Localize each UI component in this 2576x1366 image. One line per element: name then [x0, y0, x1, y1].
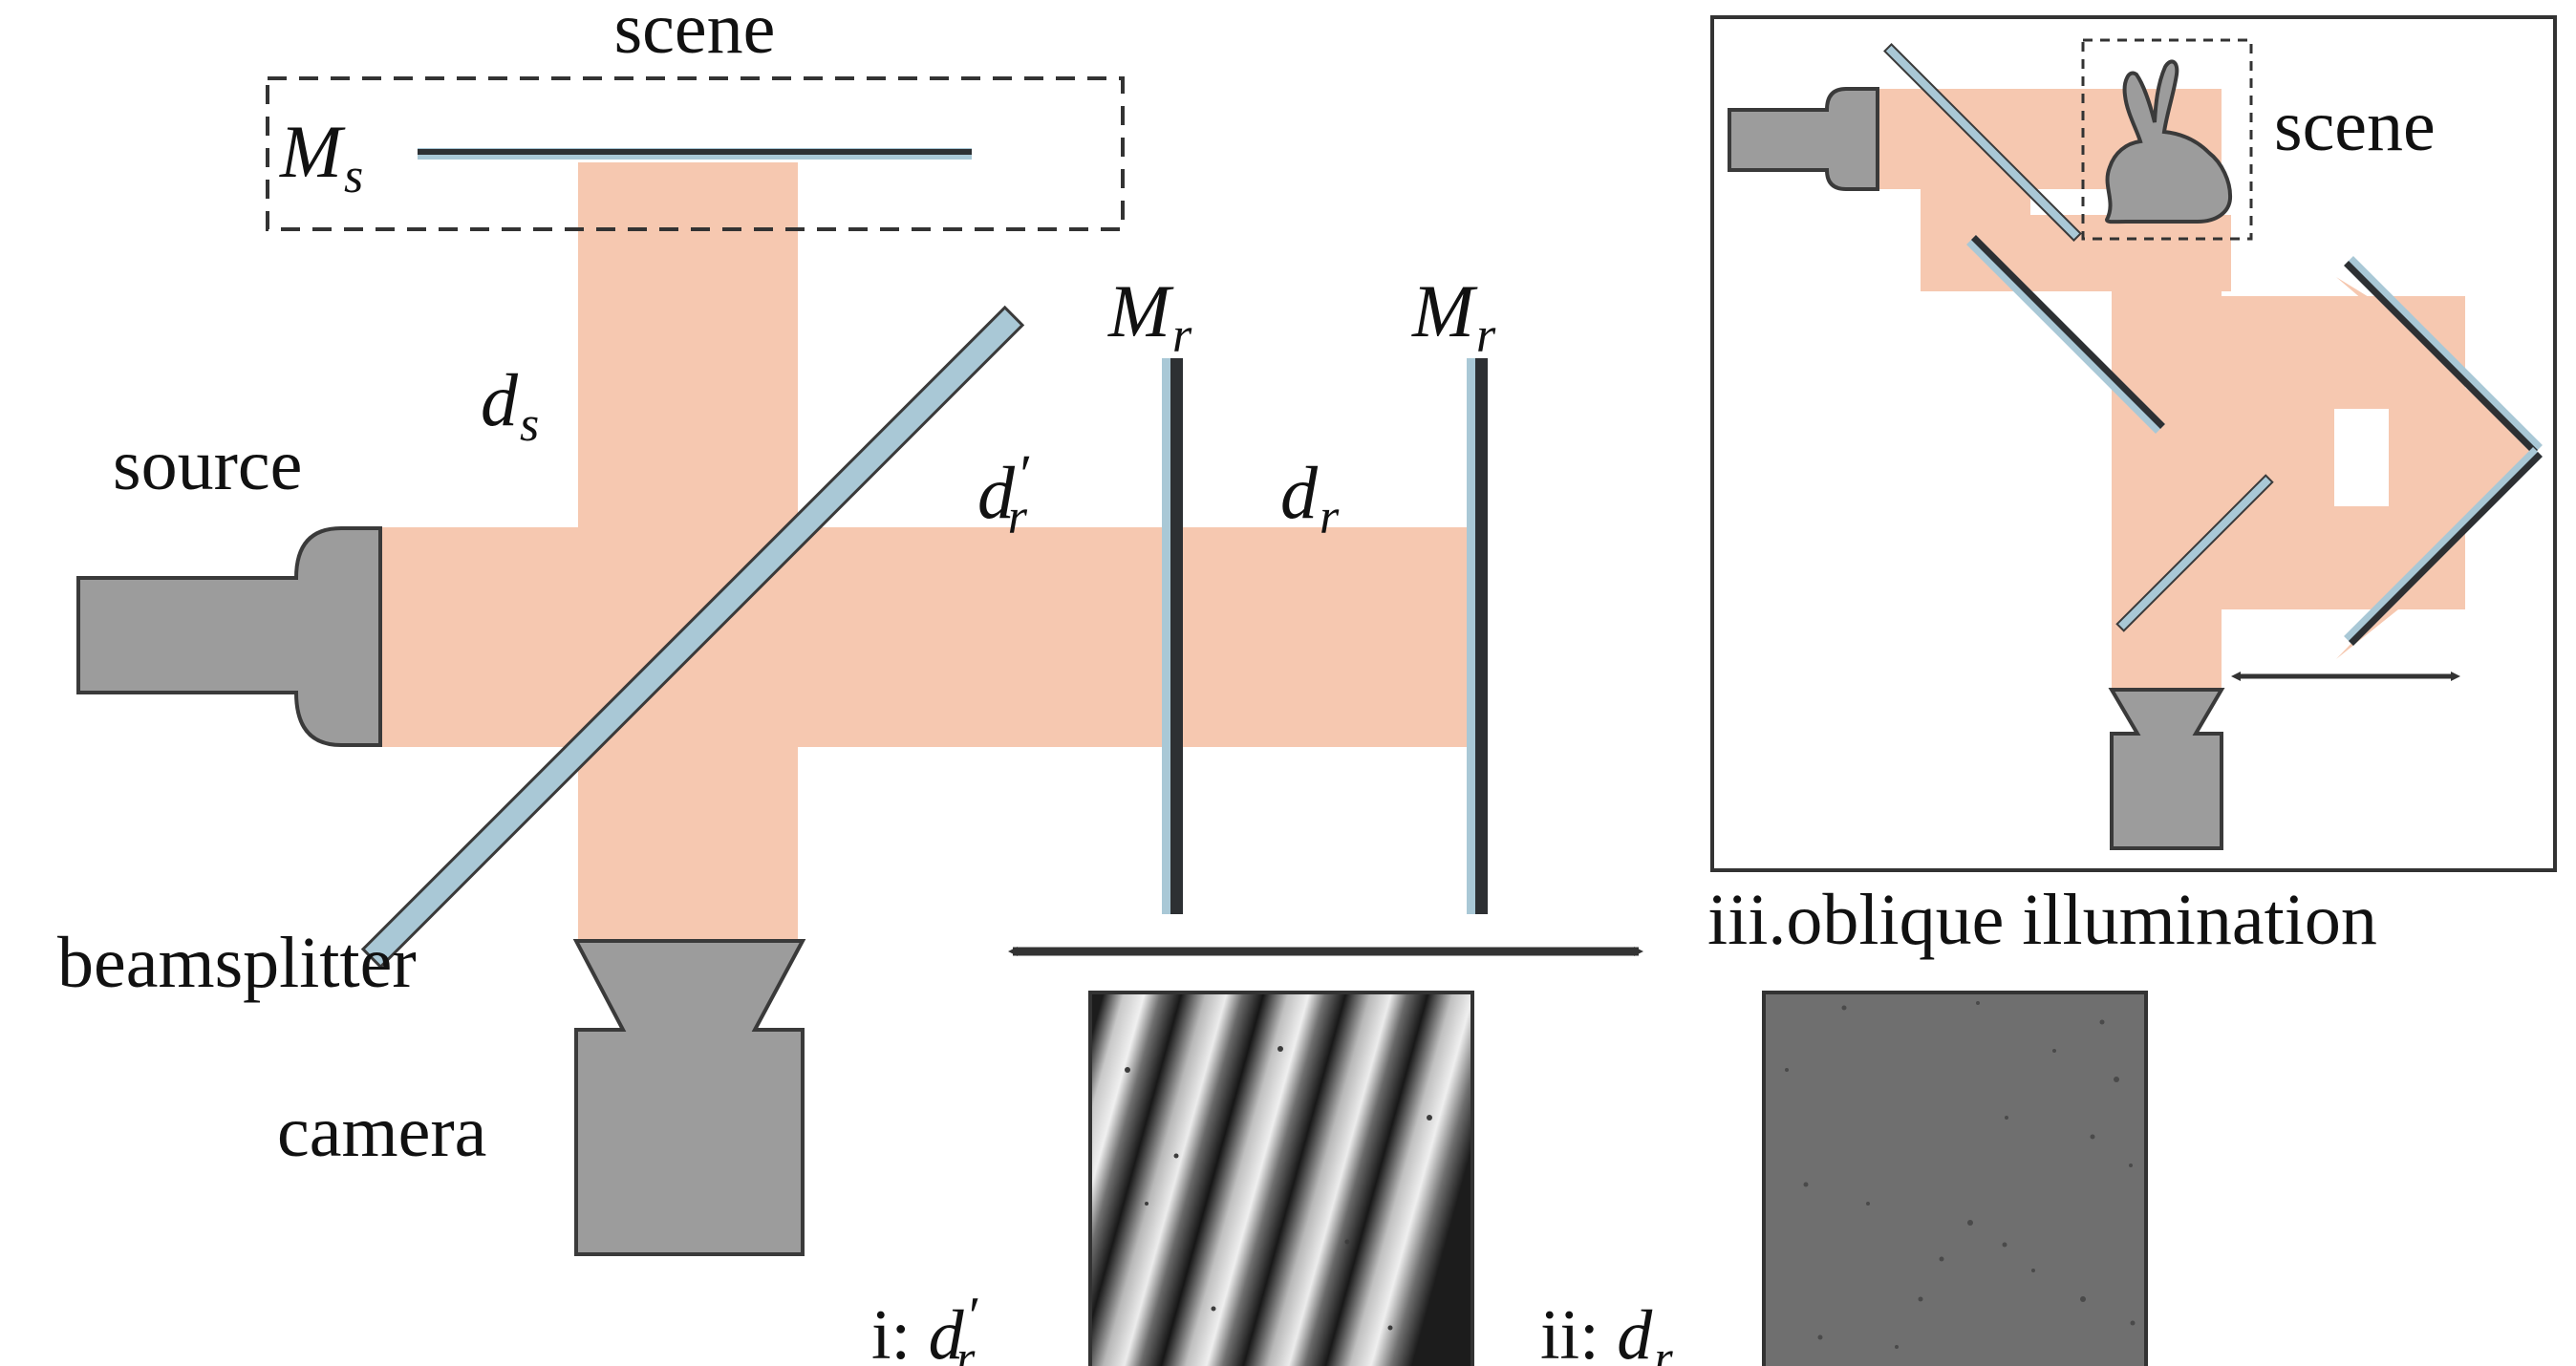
reference-arm-beam [380, 527, 1470, 747]
inset-upper-horizontal-beam [1921, 215, 2231, 291]
inset-scene-label: scene [2274, 86, 2436, 166]
reference-mirror-1: Mr [1107, 269, 1192, 914]
uniform-image [1762, 991, 2148, 1366]
panel-ii: ii: dr [1540, 991, 2148, 1366]
reference-mirror-1-label: Mr [1107, 269, 1192, 363]
camera-label: camera [277, 1092, 486, 1172]
panel-i: i: d′r [871, 991, 1474, 1366]
light-source: source [76, 425, 382, 747]
inset-light-source-icon [1728, 87, 1879, 191]
bunny-icon [2104, 59, 2233, 224]
uniform-dust-specks [1785, 1001, 2136, 1349]
inset-mirrors [1883, 43, 2543, 646]
camera-icon [572, 939, 806, 1256]
inset-camera-beam [2112, 573, 2222, 693]
fringe-dust-specks [1125, 1046, 1432, 1331]
inset-corner-reflection [2336, 277, 2537, 659]
light-source-icon [76, 526, 382, 747]
inset-light-source [1728, 87, 1879, 191]
reference-mirror-2: Mr [1411, 269, 1496, 914]
panel-iii-caption: iii.oblique illumination [1707, 880, 2377, 960]
scene-mirror-label: Ms [279, 110, 363, 203]
inset-beamsplitter-bottom [2115, 474, 2274, 632]
beamsplitter: beamsplitter [57, 305, 1025, 1003]
dr-label: dr [1280, 451, 1340, 544]
reference-mirror-2-label: Mr [1411, 269, 1496, 363]
scene-box: scene Ms [266, 0, 1125, 231]
source-label: source [113, 425, 302, 505]
scene-dashed-box [266, 76, 1125, 231]
inset-corner-mirror-upper [2344, 256, 2543, 455]
inset-right-vertical-beam [2222, 296, 2334, 506]
inset-corner-mirror-beam [2389, 296, 2465, 315]
inset-beamsplitter-top [1883, 43, 2082, 242]
panel-iii: scene [1710, 15, 2557, 872]
beamsplitter-label: beamsplitter [57, 923, 417, 1003]
dr-prime-label: d′r [977, 443, 1030, 544]
inset-corner-mirror-lower [2344, 447, 2543, 646]
beam-paths [380, 162, 1470, 946]
camera: camera [277, 939, 806, 1256]
inset-mirror-left [1966, 235, 2165, 434]
fringe-image [1088, 991, 1474, 1366]
inset-camera-icon [2108, 688, 2225, 850]
inset-camera [2108, 688, 2225, 850]
scene-label: scene [614, 0, 776, 69]
ds-label: ds [481, 358, 539, 452]
panel-ii-caption: ii: dr [1540, 1296, 1673, 1366]
inset-scene: scene [2081, 38, 2436, 241]
scene-mirror [418, 148, 972, 160]
inset-scene-dashed-box [2081, 38, 2253, 241]
panel-i-caption: i: d′r [871, 1287, 978, 1366]
